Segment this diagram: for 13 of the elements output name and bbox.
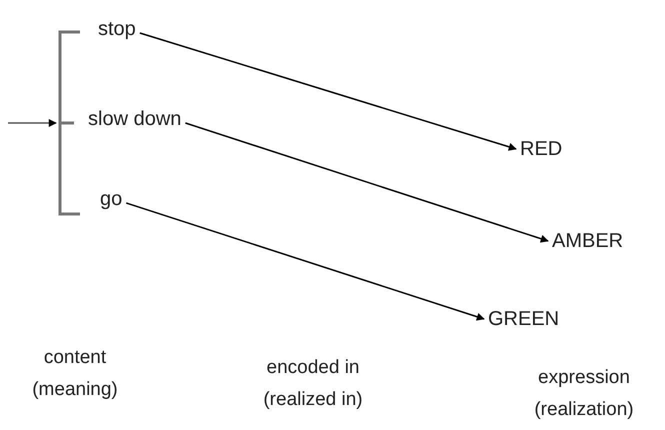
option-label: slow down (88, 107, 182, 132)
option-label: stop (98, 17, 136, 42)
arrow (140, 32, 517, 151)
column-caption: content (meaning) (31, 346, 119, 402)
option-label: go (100, 187, 122, 212)
option-label: GREEN (488, 307, 560, 332)
option-label: RED (520, 137, 562, 162)
option-label: AMBER (552, 229, 624, 254)
column-caption: expression (realization) (533, 366, 635, 422)
column-caption: encoded in (realized in) (262, 356, 364, 412)
arrow (185, 122, 549, 243)
arrow (126, 202, 485, 321)
arrow (8, 119, 57, 127)
